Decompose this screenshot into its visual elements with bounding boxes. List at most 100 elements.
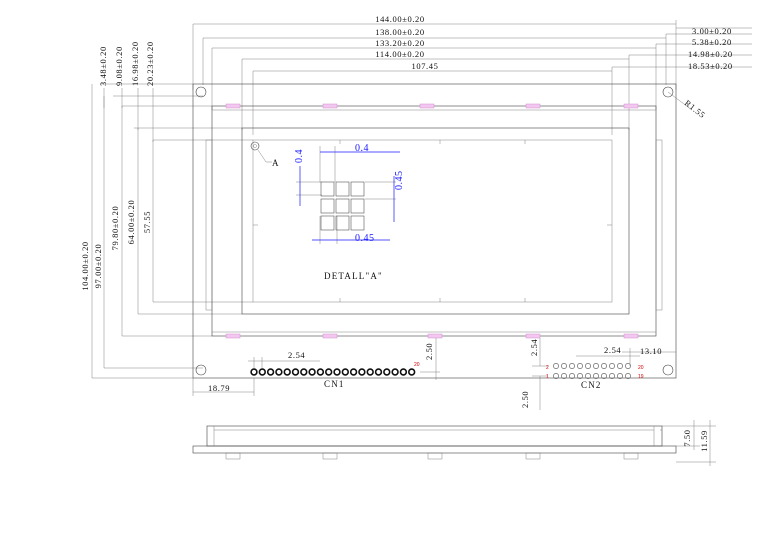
- dim-79-8: 79.80±0.20: [110, 206, 120, 251]
- matrix-dot: [350, 215, 365, 231]
- cn2-pin-grid: [553, 363, 631, 379]
- cn1-pin: [333, 368, 341, 376]
- cn2-pin: [561, 363, 567, 369]
- cn2-pin: [617, 373, 623, 379]
- cn1-pin: [250, 368, 258, 376]
- side-dim-7-5: 7.50: [682, 429, 692, 446]
- cn2-pitch: 2.54: [604, 345, 621, 355]
- cn2-pin-1: 1: [546, 374, 549, 380]
- cn1-pin: [325, 368, 333, 376]
- detail-marker-label: A: [272, 158, 280, 168]
- cn2-pin: [625, 373, 631, 379]
- cn1-pin: [300, 368, 308, 376]
- cn2-pin: [577, 363, 583, 369]
- cn1-pin: [399, 368, 408, 376]
- dim-97: 97.00±0.20: [93, 244, 103, 289]
- dim-9-08: 9.08±0.20: [114, 46, 124, 86]
- mount-hole-bottom-left: [195, 364, 207, 376]
- cn1-pin: [266, 368, 275, 376]
- cn2-dimension-lines: [532, 338, 676, 410]
- cn2-pin: [609, 363, 615, 369]
- left-dimension-lines: [100, 83, 253, 142]
- mount-hole-bottom-right: [662, 364, 674, 376]
- dim-3-48: 3.48±0.20: [98, 46, 108, 86]
- cn1-height: 2.50: [424, 343, 434, 360]
- dot-matrix-grid: [320, 181, 365, 231]
- cn2-pin-20: 20: [638, 365, 644, 371]
- cn2-pin-2: 2: [546, 365, 549, 371]
- dim-3: 3.00±0.20: [692, 26, 732, 36]
- cn1-pin: [408, 368, 416, 376]
- cn1-pin: [391, 368, 399, 376]
- cn1-pin-row: [250, 368, 416, 376]
- dim-144: 144.00±0.20: [375, 14, 425, 24]
- top-dimension-lines: [192, 20, 752, 135]
- cn2-pin: [553, 363, 559, 369]
- cn2-pin: [577, 373, 583, 379]
- dim-64: 64.00±0.20: [126, 200, 136, 245]
- cn1-pin: [283, 368, 291, 376]
- cn2-pitch-vertical: 2.54: [529, 339, 539, 356]
- dim-18-53: 18.53±0.20: [688, 61, 733, 71]
- cn2-pin: [569, 373, 575, 379]
- cn1-pin: [341, 368, 349, 376]
- cn1-pitch: 2.54: [288, 350, 305, 360]
- cn1-pin: [275, 368, 283, 376]
- cn1-pin-last: 20: [414, 362, 420, 368]
- cn2-offset: 13.10: [640, 346, 662, 356]
- side-dim-11-59: 11.59: [699, 430, 709, 452]
- detail-dot-height: 0.4: [294, 149, 305, 163]
- dim-20-23: 20.23±0.20: [145, 41, 155, 86]
- cn1-pin: [291, 368, 300, 376]
- mount-hole-top-left: [195, 86, 207, 98]
- detail-title: DETALL"A": [324, 271, 383, 281]
- cn2-pin: [593, 373, 599, 379]
- matrix-dot: [335, 215, 350, 231]
- cn2-pin: [553, 373, 559, 379]
- cn2-pin-19: 19: [638, 374, 644, 380]
- matrix-dot: [320, 181, 335, 197]
- cn1-dimension-lines: [192, 338, 440, 396]
- cn1-pin: [349, 368, 358, 376]
- matrix-dot: [350, 181, 365, 197]
- matrix-dot: [320, 198, 335, 214]
- detail-marker-circle: [250, 141, 260, 151]
- cn2-height: 2.50: [520, 391, 530, 408]
- cn1-pin: [383, 368, 391, 376]
- cn2-pin: [585, 373, 591, 379]
- dim-114: 114.00±0.20: [375, 49, 424, 59]
- cn2-pin: [569, 363, 575, 369]
- cn1-pin: [358, 368, 366, 376]
- detail-a: [250, 141, 272, 163]
- cn2-pin: [561, 373, 567, 379]
- cn2-pin: [601, 363, 607, 369]
- radius-label: R1.55: [683, 98, 708, 120]
- cn2-label: CN2: [581, 380, 602, 390]
- vertical-dimension-lines: [91, 84, 253, 379]
- cn1-pin: [308, 368, 316, 376]
- dim-14-98: 14.98±0.20: [688, 49, 733, 59]
- cn1-pin: [316, 368, 325, 376]
- frame-clips: [225, 103, 639, 339]
- dim-138: 138.00±0.20: [375, 27, 425, 37]
- cn1-pin: [374, 368, 383, 376]
- mount-hole-top-right: [662, 86, 674, 98]
- dim-5-38: 5.38±0.20: [692, 37, 732, 47]
- side-view: [192, 420, 716, 466]
- dim-57-55: 57.55: [142, 211, 152, 233]
- cn2-pin: [585, 363, 591, 369]
- cn2-pin: [601, 373, 607, 379]
- dim-104: 104.00±0.20: [80, 241, 90, 291]
- cn1-pin: [366, 368, 374, 376]
- cn2-pin: [625, 363, 631, 369]
- detail-pitch-vertical: 0.45: [394, 171, 405, 191]
- dim-16-98: 16.98±0.20: [130, 41, 140, 86]
- dim-107-45: 107.45: [412, 61, 439, 71]
- detail-dot-width: 0.4: [355, 143, 369, 154]
- cn1-label: CN1: [324, 379, 345, 389]
- cn2-pin: [617, 363, 623, 369]
- matrix-dot: [320, 215, 335, 231]
- detail-dimension-lines: [296, 146, 400, 244]
- cn1-pin: [258, 368, 266, 376]
